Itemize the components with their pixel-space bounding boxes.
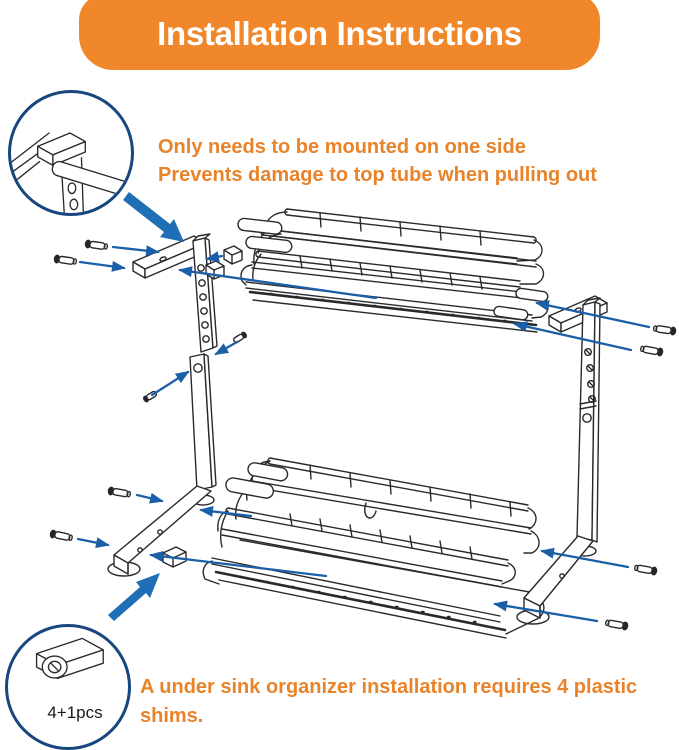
- callout-arrow-bottom-icon: [108, 573, 160, 621]
- mount-arrow-icon: [150, 370, 190, 397]
- mount-arrow-icon: [513, 321, 633, 352]
- mount-arrow-icon: [535, 300, 651, 329]
- mount-arrow-icon: [205, 251, 224, 263]
- left-bracket-drawing: [132, 233, 225, 353]
- top-note: Only needs to be mounted on one side Pre…: [158, 133, 597, 189]
- screw-icon: [634, 564, 658, 576]
- upper-basket-drawing: [237, 208, 549, 333]
- callout-arrow-top-icon: [123, 192, 184, 242]
- mount-arrow-icon: [149, 550, 328, 578]
- screw-icon: [107, 486, 131, 498]
- shim-count-label: 4+1pcs: [47, 703, 103, 722]
- mount-arrow-icon: [214, 340, 239, 356]
- screw-icon: [640, 345, 664, 357]
- screw-icon: [605, 619, 629, 631]
- assembly-arrows: [76, 245, 651, 623]
- left-leg-drawing: [107, 353, 217, 577]
- mount-arrow-icon: [78, 260, 126, 272]
- screw-icon: [84, 239, 109, 250]
- screw-icon: [49, 529, 73, 542]
- lower-basket-drawing: [202, 457, 545, 639]
- screw-icon: [53, 254, 78, 265]
- detail-circle-bottom: 4+1pcs: [5, 624, 131, 750]
- mount-arrow-icon: [540, 547, 630, 569]
- shim-piece-drawing: [223, 245, 243, 265]
- bottom-note: A under sink organizer installation requ…: [140, 676, 638, 727]
- detail-circle-top: [8, 90, 134, 216]
- mount-arrow-icon: [135, 492, 164, 504]
- mount-arrow-icon: [111, 245, 160, 257]
- mount-arrow-icon: [199, 505, 253, 518]
- title-banner: Installation Instructions: [79, 0, 600, 70]
- mount-arrow-icon: [178, 266, 378, 300]
- top-note-line2: Prevents damage to top tube when pulling…: [158, 164, 597, 186]
- right-leg-drawing: [516, 535, 597, 625]
- mount-arrow-icon: [76, 537, 110, 549]
- top-note-line1: Only needs to be mounted on one side: [158, 136, 526, 158]
- shim-detail-drawing: [35, 637, 104, 680]
- screw-icon: [233, 331, 247, 344]
- bracket-detail-drawing: [11, 132, 129, 213]
- screw-icon: [652, 325, 677, 336]
- mount-arrow-icon: [493, 600, 599, 623]
- right-bracket-drawing: [548, 295, 608, 543]
- page-title: Installation Instructions: [157, 15, 522, 52]
